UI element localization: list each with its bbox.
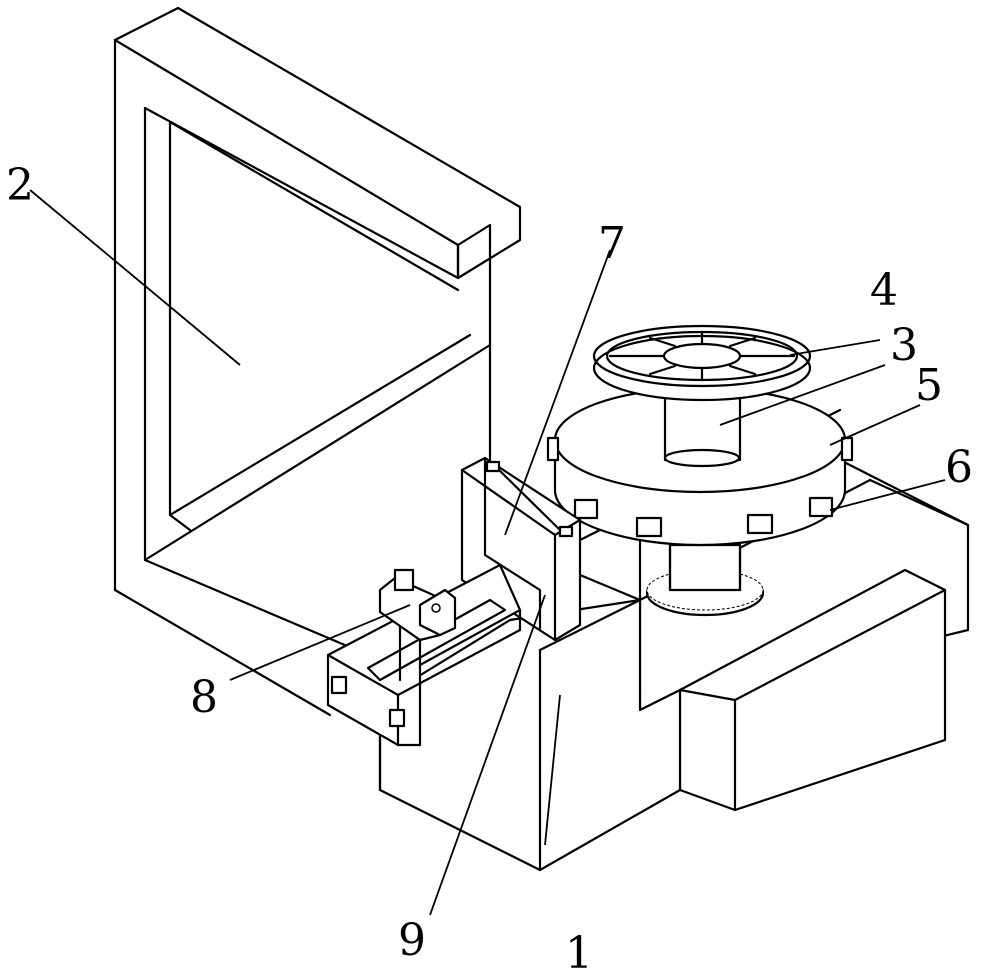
base-1 [378, 408, 970, 872]
part-labels: 2 1 4 3 5 6 7 8 9 [6, 160, 973, 977]
label-2: 2 [6, 160, 34, 211]
bosses-6 [546, 436, 854, 538]
label-9: 9 [398, 915, 426, 966]
label-5: 5 [915, 360, 943, 411]
label-1: 1 [565, 928, 593, 977]
label-8: 8 [190, 672, 218, 723]
handwheel-4 [592, 324, 812, 402]
label-7: 7 [598, 218, 626, 269]
frame-2 [113, 6, 522, 717]
clamp-8 [326, 563, 522, 747]
leader-lines [29, 189, 946, 916]
label-6: 6 [945, 442, 973, 493]
label-4: 4 [870, 265, 898, 316]
label-3: 3 [890, 320, 918, 371]
